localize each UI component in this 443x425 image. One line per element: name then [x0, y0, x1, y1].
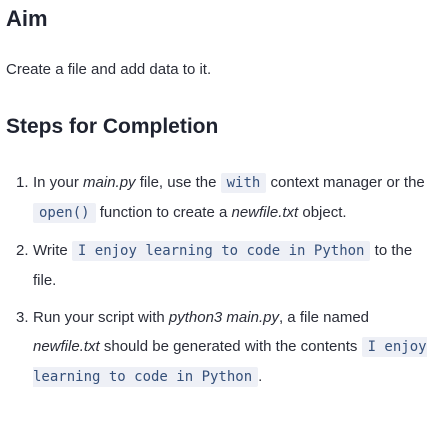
command: python3 main.py	[168, 309, 279, 326]
step-item-1: 1.In your main.py file, use the with con…	[0, 168, 430, 228]
step-number: 3.	[16, 309, 29, 326]
inline-code: open()	[33, 203, 96, 223]
step-text: function to create a	[95, 204, 232, 221]
aim-description: Create a file and add data to it.	[6, 61, 212, 78]
step-text: .	[258, 368, 263, 385]
step-text: to the file.	[33, 242, 413, 289]
step-text: should be generated with the contents	[99, 338, 362, 355]
steps-heading: Steps for Completion	[6, 115, 219, 138]
step-text: context manager or the	[266, 174, 425, 191]
step-number: 1.	[16, 174, 29, 191]
step-text: object.	[298, 204, 347, 221]
filename: main.py	[83, 174, 136, 191]
inline-code: with	[220, 173, 267, 193]
filename: newfile.txt	[231, 204, 299, 221]
step-item-2: 2.Write I enjoy learning to code in Pyth…	[0, 236, 430, 295]
steps-list: 1.In your main.py file, use the with con…	[0, 168, 430, 400]
step-text: In your	[33, 174, 84, 191]
aim-heading: Aim	[6, 6, 48, 31]
step-text: , a file named	[278, 309, 370, 326]
step-number: 2.	[16, 242, 29, 259]
step-text: Run your script with	[33, 309, 169, 326]
inline-code: I enjoy learning to code in Python	[71, 241, 371, 261]
filename: newfile.txt	[33, 338, 100, 355]
step-item-3: 3.Run your script with python3 main.py, …	[0, 303, 430, 392]
step-text: file, use the	[135, 174, 221, 191]
step-text: Write	[33, 242, 72, 259]
